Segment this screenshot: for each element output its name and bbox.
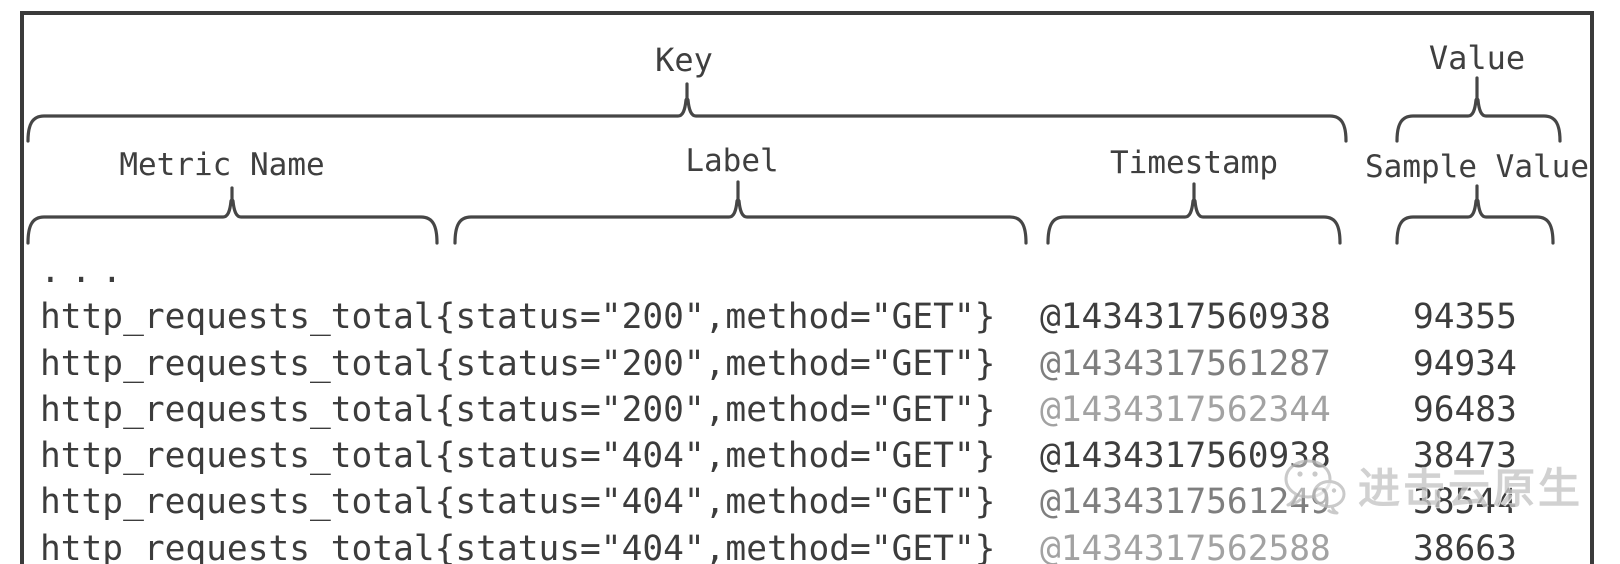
table-row: http_requests_total{status="200",method=… [40, 294, 1620, 340]
table-row: http_requests_total{status="404",method=… [40, 479, 1620, 525]
timestamp-brace [1046, 198, 1342, 245]
metric-name-label: Metric Name [119, 147, 325, 183]
table-row: http_requests_total{status="200",method=… [40, 387, 1620, 433]
sample-value-text: 94355 [1413, 297, 1517, 338]
value-brace [1395, 97, 1562, 143]
metric-and-labels-text: http_requests_total{status="404",method=… [40, 482, 996, 523]
sample-value-brace [1395, 198, 1555, 245]
timestamp-text: @1434317560938 [1040, 297, 1331, 338]
sample-value-text: 94934 [1413, 343, 1517, 384]
metric-and-labels-text: http_requests_total{status="200",method=… [40, 343, 996, 384]
label-brace [453, 198, 1028, 245]
metric-and-labels-text: http_requests_total{status="404",method=… [40, 436, 996, 477]
table-row: http_requests_total{status="404",method=… [40, 433, 1620, 479]
table-row: http_requests_total{status="404",method=… [40, 526, 1620, 564]
key-brace [26, 97, 1348, 143]
sample-value-label: Sample Value [1365, 149, 1589, 185]
timestamp-text: @1434317562344 [1040, 389, 1331, 430]
key-label: Key [655, 41, 713, 79]
ellipsis-row: ... [40, 251, 133, 291]
timestamp-text: @1434317561287 [1040, 343, 1331, 384]
timestamp-label: Timestamp [1110, 145, 1278, 181]
metric-name-brace [26, 198, 439, 245]
metric-and-labels-text: http_requests_total{status="200",method=… [40, 297, 996, 338]
sample-value-text: 96483 [1413, 389, 1517, 430]
timestamp-text: @1434317561249 [1040, 482, 1331, 523]
sample-value-text: 38663 [1413, 528, 1517, 564]
sample-rows: ... http_requests_total{status="200",met… [40, 248, 1620, 564]
metric-and-labels-text: http_requests_total{status="200",method=… [40, 389, 996, 430]
diagram-border [20, 11, 1594, 564]
table-row: http_requests_total{status="200",method=… [40, 341, 1620, 387]
label-label: Label [685, 143, 779, 179]
sample-value-text: 38473 [1413, 436, 1517, 477]
timestamp-text: @1434317562588 [1040, 528, 1331, 564]
metric-and-labels-text: http_requests_total{status="404",method=… [40, 528, 996, 564]
sample-value-text: 38544 [1413, 482, 1517, 523]
value-label: Value [1428, 39, 1526, 77]
timestamp-text: @1434317560938 [1040, 436, 1331, 477]
